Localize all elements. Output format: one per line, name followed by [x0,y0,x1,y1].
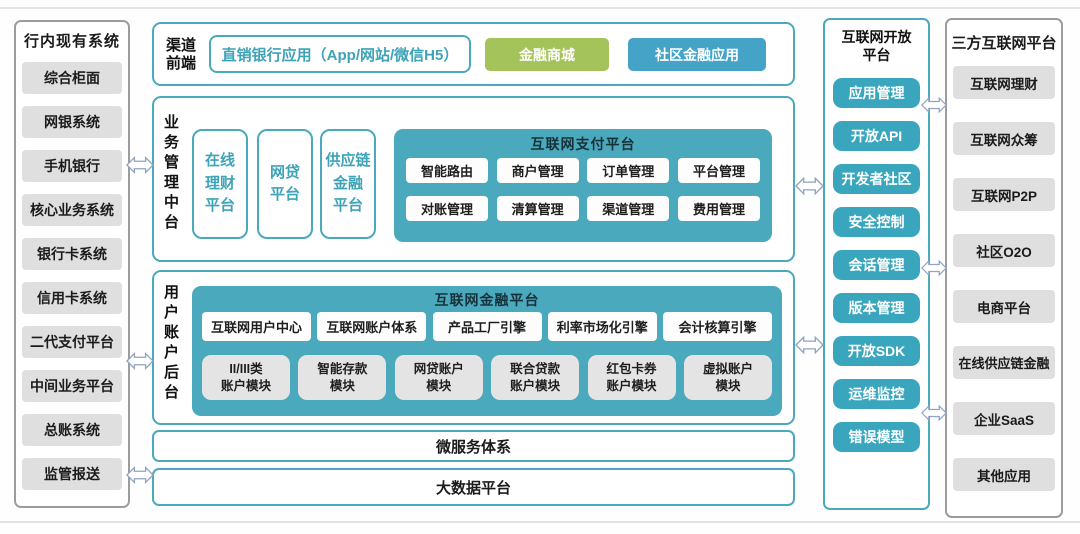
open-platform-item: 开发者社区 [833,164,920,195]
account-module: 联合贷款 账户模块 [491,355,580,400]
inbank-system-item: 信用卡系统 [22,282,122,314]
supplychain-finance-platform-box: 供应链 金融 平台 [320,129,376,239]
third-party-panel: 三方互联网平台 互联网理财 互联网众筹 互联网P2P 社区O2O 电商平台 在线… [945,18,1063,518]
internet-finance-platform-title: 互联网金融平台 [434,292,540,308]
open-platform-item: 开放SDK [833,336,920,367]
internet-payment-platform-title: 互联网支付平台 [530,136,636,152]
open-platform-item: 会话管理 [833,250,920,281]
account-module: II/III类 账户模块 [202,355,290,400]
third-party-item: 其他应用 [953,458,1055,491]
open-platform-item: 错误模型 [833,422,920,453]
inbank-system-item: 综合柜面 [22,62,122,94]
payment-module: 费用管理 [677,196,760,221]
user-account-backend-panel: 用户账户后台 互联网金融平台 互联网用户中心 互联网账户体系 产品工厂引擎 利率… [152,270,795,425]
third-party-item: 互联网众筹 [953,122,1055,155]
open-platform-item: 开放API [833,121,920,152]
third-party-item: 社区O2O [953,234,1055,267]
third-party-item: 电商平台 [953,290,1055,323]
finance-module: 互联网用户中心 [202,312,311,341]
business-middle-label: 业务管理中台 [162,114,179,234]
account-module: 红包卡券 账户模块 [587,355,676,400]
bidirectional-arrow-icon [126,351,154,371]
channel-front-panel: 渠道 前端 直销银行应用（App/网站/微信H5） 金融商城 社区金融应用 [152,22,795,86]
bidirectional-arrow-icon [795,176,824,196]
inbank-system-item: 二代支付平台 [22,326,122,358]
open-platform-panel: 互联网开放 平台 应用管理 开放API 开发者社区 安全控制 会话管理 版本管理… [823,18,930,510]
bigdata-bar: 大数据平台 [152,468,795,506]
user-account-backend-label: 用户账户后台 [162,284,179,404]
bidirectional-arrow-icon [921,96,947,114]
payment-module: 渠道管理 [587,196,670,221]
top-divider [0,7,1080,9]
finance-module: 利率市场化引擎 [547,312,657,341]
inbank-system-item: 银行卡系统 [22,238,122,270]
bidirectional-arrow-icon [126,155,154,175]
business-middle-panel: 业务管理中台 在线 理财 平台 网贷 平台 供应链 金融 平台 互联网支付平台 … [152,96,795,262]
third-party-title: 三方互联网平台 [951,35,1057,52]
microservice-bar: 微服务体系 [152,430,795,462]
finance-module: 产品工厂引擎 [432,312,542,341]
open-platform-item: 应用管理 [833,78,920,109]
payment-module: 智能路由 [406,158,488,183]
payment-module: 平台管理 [677,158,760,183]
inbank-systems-panel: 行内现有系统 综合柜面 网银系统 手机银行 核心业务系统 银行卡系统 信用卡系统… [14,20,130,508]
payment-module: 清算管理 [496,196,579,221]
channel-front-label: 渠道 前端 [166,37,197,72]
inbank-system-item: 网银系统 [22,106,122,138]
online-loan-platform-box: 网贷 平台 [257,129,313,239]
bottom-divider [0,521,1080,523]
inbank-system-item: 核心业务系统 [22,194,122,226]
payment-module: 商户管理 [496,158,579,183]
account-module: 网贷账户 模块 [394,355,483,400]
finance-module: 会计核算引擎 [663,312,772,341]
inbank-system-item: 手机银行 [22,150,122,182]
third-party-item: 企业SaaS [953,402,1055,435]
open-platform-item: 版本管理 [833,293,920,324]
internet-payment-platform: 互联网支付平台 智能路由 商户管理 订单管理 平台管理 对账管理 清算管理 渠道… [394,129,772,242]
payment-module: 订单管理 [587,158,670,183]
third-party-item: 在线供应链金融 [953,346,1055,379]
open-platform-item: 安全控制 [833,207,920,238]
bidirectional-arrow-icon [126,465,154,485]
finance-module: 互联网账户体系 [317,312,427,341]
account-module: 虚拟账户 模块 [683,355,772,400]
inbank-system-item: 监管报送 [22,458,122,490]
payment-module: 对账管理 [406,196,488,221]
open-platform-title: 互联网开放 平台 [841,29,912,64]
account-module: 智能存款 模块 [298,355,387,400]
third-party-item: 互联网理财 [953,66,1055,99]
finance-mall-box: 金融商城 [485,38,609,71]
inbank-systems-title: 行内现有系统 [23,33,120,50]
internet-finance-platform: 互联网金融平台 互联网用户中心 互联网账户体系 产品工厂引擎 利率市场化引擎 会… [192,286,782,416]
open-platform-item: 运维监控 [833,379,920,410]
bidirectional-arrow-icon [921,259,947,277]
bidirectional-arrow-icon [921,404,947,422]
inbank-system-item: 总账系统 [22,414,122,446]
online-wealth-platform-box: 在线 理财 平台 [192,129,248,239]
direct-bank-app-box: 直销银行应用（App/网站/微信H5） [209,35,471,73]
community-finance-app-box: 社区金融应用 [628,38,766,71]
inbank-system-item: 中间业务平台 [22,370,122,402]
bidirectional-arrow-icon [795,335,824,355]
third-party-item: 互联网P2P [953,178,1055,211]
